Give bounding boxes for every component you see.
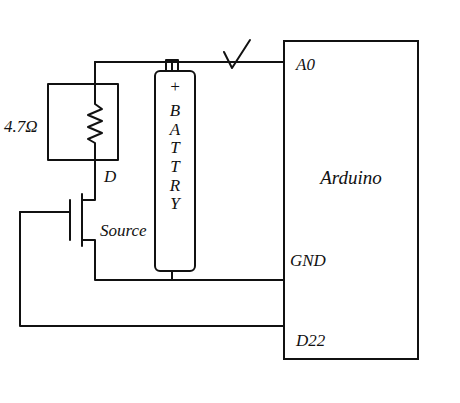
board-label: Arduino: [285, 168, 417, 189]
control-wire: [20, 212, 283, 326]
source-wire: [82, 240, 172, 280]
check-mark: [224, 40, 250, 68]
drain-pin: D: [104, 168, 116, 187]
resistor-bracket: [48, 84, 118, 160]
battery-label: BATTRY: [167, 102, 184, 214]
pin-name: GND: [290, 252, 326, 271]
mosfet-channel: [81, 194, 83, 246]
supply-wire: [95, 61, 172, 63]
resistor-value: 4.7Ω: [4, 118, 38, 137]
battery-box: + BATTRY: [154, 70, 196, 272]
pin-name: A0: [296, 56, 315, 75]
polarity-mark: +: [156, 78, 194, 97]
mosfet-gate: [69, 200, 71, 240]
ground-wire: [172, 272, 283, 280]
pin-name: D22: [296, 332, 325, 351]
arduino-box: Arduino: [283, 40, 419, 360]
source-pin: Source: [100, 222, 147, 241]
resistor-symbol: [88, 62, 102, 160]
drain-wire: [82, 160, 95, 200]
positive-wire: [172, 62, 283, 70]
gate-wire: [20, 211, 70, 213]
